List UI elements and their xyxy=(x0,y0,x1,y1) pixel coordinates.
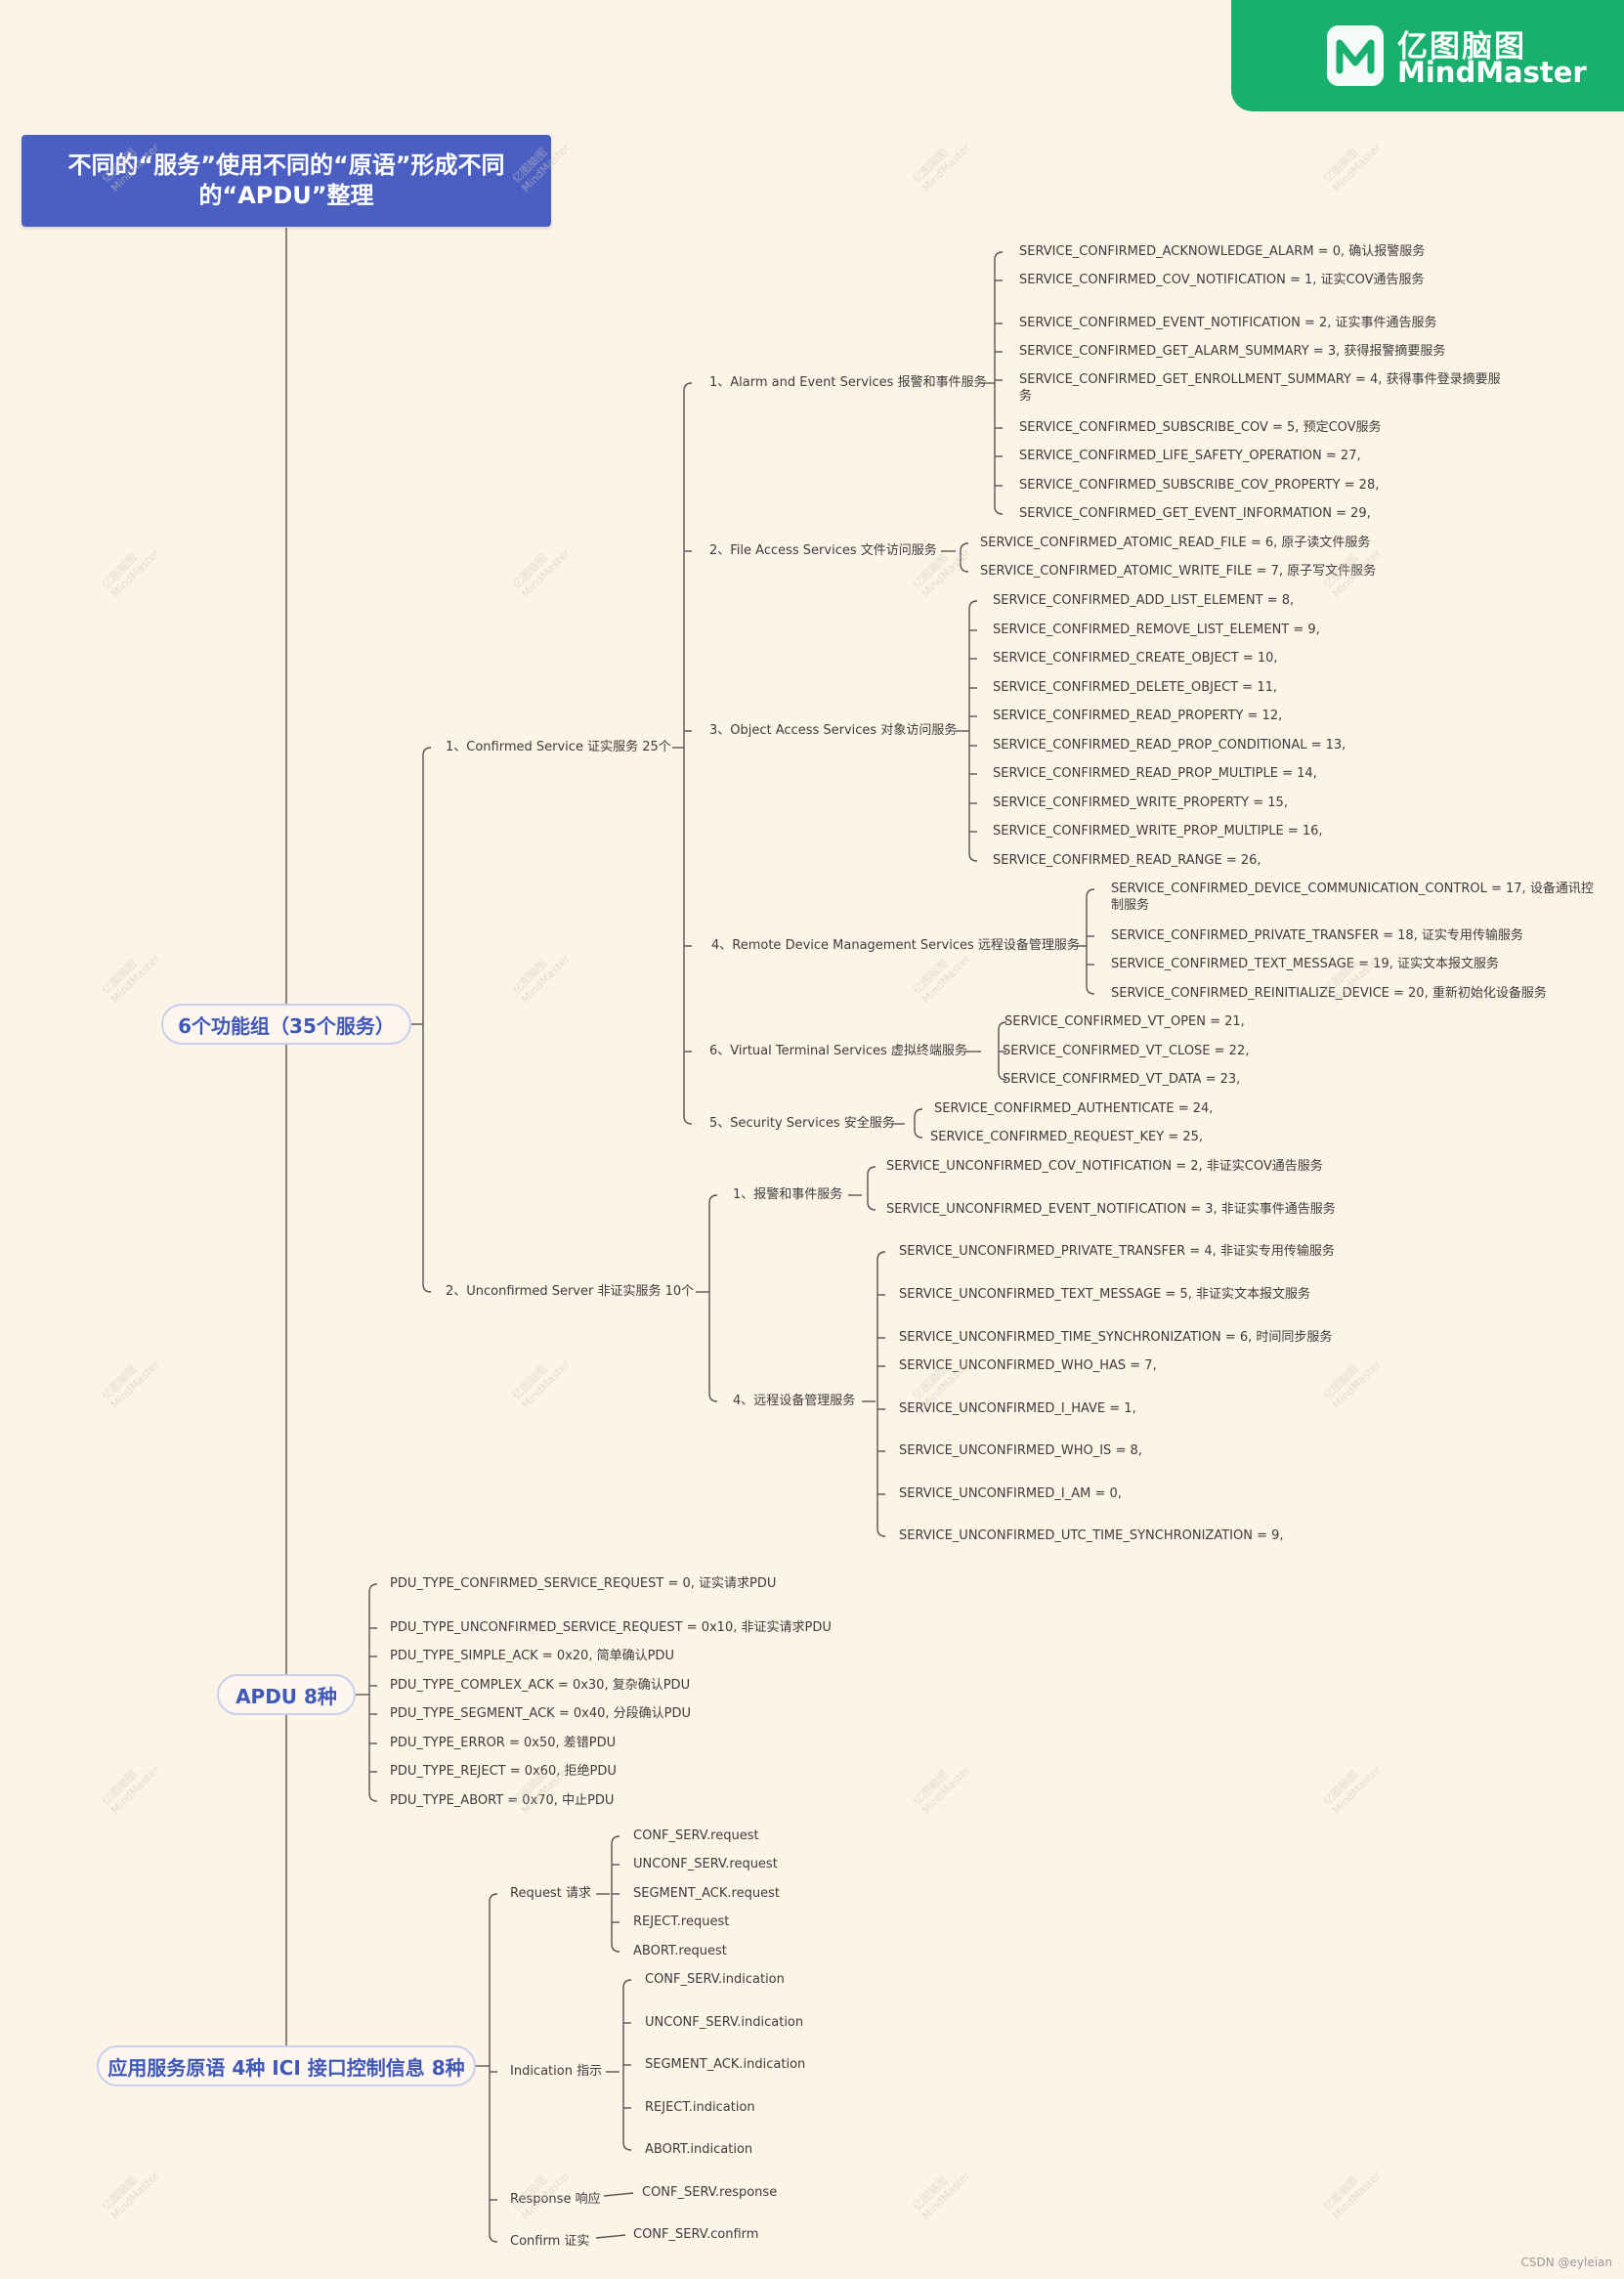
branch-object-access[interactable]: 3、Object Access Services 对象访问服务 xyxy=(709,723,958,738)
bracket-spine xyxy=(876,1251,886,1537)
apdu-type-item[interactable]: PDU_TYPE_COMPLEX_ACK = 0x30, 复杂确认PDU xyxy=(390,1678,691,1693)
bracket-spine xyxy=(968,600,978,862)
vt-service-item[interactable]: SERVICE_CONFIRMED_VT_DATA = 23, xyxy=(1003,1072,1241,1087)
branch-unconfirmed-alarm[interactable]: 1、报警和事件服务 xyxy=(733,1187,843,1202)
alarm-service-item[interactable]: SERVICE_CONFIRMED_GET_ALARM_SUMMARY = 3,… xyxy=(1019,344,1446,359)
object-service-item[interactable]: SERVICE_CONFIRMED_READ_RANGE = 26, xyxy=(993,853,1261,868)
security-service-item[interactable]: SERVICE_CONFIRMED_AUTHENTICATE = 24, xyxy=(934,1101,1214,1116)
branch-security[interactable]: 5、Security Services 安全服务 xyxy=(709,1116,895,1131)
response-primitive-item[interactable]: CONF_SERV.response xyxy=(642,2185,778,2200)
alarm-service-item[interactable]: SERVICE_CONFIRMED_GET_ENROLLMENT_SUMMARY… xyxy=(1019,372,1501,404)
indication-primitive-item[interactable]: UNCONF_SERV.indication xyxy=(645,2015,804,2030)
bracket-spine xyxy=(708,1194,718,1402)
alarm-service-item[interactable]: SERVICE_CONFIRMED_SUBSCRIBE_COV_PROPERTY… xyxy=(1019,478,1380,493)
apdu-type-item[interactable]: PDU_TYPE_ABORT = 0x70, 中止PDU xyxy=(390,1793,615,1808)
mindmap-root-title[interactable]: 不同的“服务”使用不同的“原语”形成不同的“APDU”整理 xyxy=(21,135,551,227)
unconfirmed-remote-item[interactable]: SERVICE_UNCONFIRMED_PRIVATE_TRANSFER = 4… xyxy=(899,1244,1335,1259)
unconfirmed-remote-item[interactable]: SERVICE_UNCONFIRMED_WHO_IS = 8, xyxy=(899,1443,1142,1458)
vt-service-item[interactable]: SERVICE_CONFIRMED_VT_OPEN = 21, xyxy=(1004,1014,1245,1029)
branch-confirm[interactable]: Confirm 证实 xyxy=(510,2234,590,2249)
object-service-item[interactable]: SERVICE_CONFIRMED_WRITE_PROPERTY = 15, xyxy=(993,796,1288,810)
security-service-item[interactable]: SERVICE_CONFIRMED_REQUEST_KEY = 25, xyxy=(930,1130,1204,1144)
group-primitives[interactable]: 应用服务原语 4种 ICI 接口控制信息 8种 xyxy=(97,2045,476,2086)
branch-confirmed[interactable]: 1、Confirmed Service 证实服务 25个 xyxy=(446,740,671,754)
apdu-type-item[interactable]: PDU_TYPE_ERROR = 0x50, 差错PDU xyxy=(390,1736,617,1750)
brand-banner: 亿图脑图 MindMaster xyxy=(1231,0,1624,111)
unconfirmed-remote-item[interactable]: SERVICE_UNCONFIRMED_WHO_HAS = 7, xyxy=(899,1358,1157,1373)
bracket-spine xyxy=(867,1166,876,1211)
alarm-service-item[interactable]: SERVICE_CONFIRMED_GET_EVENT_INFORMATION … xyxy=(1019,506,1371,521)
unconfirmed-alarm-item[interactable]: SERVICE_UNCONFIRMED_EVENT_NOTIFICATION =… xyxy=(886,1202,1336,1217)
unconfirmed-remote-item[interactable]: SERVICE_UNCONFIRMED_I_HAVE = 1, xyxy=(899,1401,1136,1416)
branch-unconfirmed[interactable]: 2、Unconfirmed Server 非证实服务 10个 xyxy=(446,1284,695,1299)
bracket-spine xyxy=(422,747,432,1293)
object-service-item[interactable]: SERVICE_CONFIRMED_READ_PROP_MULTIPLE = 1… xyxy=(993,766,1317,781)
connector xyxy=(603,2192,634,2197)
request-primitive-item[interactable]: CONF_SERV.request xyxy=(633,1828,759,1843)
indication-primitive-item[interactable]: REJECT.indication xyxy=(645,2100,755,2115)
alarm-service-item[interactable]: SERVICE_CONFIRMED_SUBSCRIBE_COV = 5, 预定C… xyxy=(1019,420,1382,435)
bracket-spine xyxy=(368,1583,378,1802)
request-primitive-item[interactable]: SEGMENT_ACK.request xyxy=(633,1886,780,1901)
vt-service-item[interactable]: SERVICE_CONFIRMED_VT_CLOSE = 22, xyxy=(1003,1044,1250,1058)
object-service-item[interactable]: SERVICE_CONFIRMED_WRITE_PROP_MULTIPLE = … xyxy=(993,824,1323,838)
file-service-item[interactable]: SERVICE_CONFIRMED_ATOMIC_READ_FILE = 6, … xyxy=(980,536,1371,550)
apdu-type-item[interactable]: PDU_TYPE_UNCONFIRMED_SERVICE_REQUEST = 0… xyxy=(390,1620,832,1635)
alarm-service-item[interactable]: SERVICE_CONFIRMED_COV_NOTIFICATION = 1, … xyxy=(1019,273,1425,287)
remote-service-item[interactable]: SERVICE_CONFIRMED_REINITIALIZE_DEVICE = … xyxy=(1111,986,1547,1001)
bracket-spine xyxy=(994,251,1004,515)
brand-name-en: MindMaster xyxy=(1397,56,1587,89)
confirm-primitive-item[interactable]: CONF_SERV.confirm xyxy=(633,2227,759,2242)
bracket-spine xyxy=(1086,888,1095,995)
indication-primitive-item[interactable]: CONF_SERV.indication xyxy=(645,1972,785,1987)
indication-primitive-item[interactable]: ABORT.indication xyxy=(645,2142,753,2157)
unconfirmed-remote-item[interactable]: SERVICE_UNCONFIRMED_UTC_TIME_SYNCHRONIZA… xyxy=(899,1528,1284,1543)
remote-service-item[interactable]: SERVICE_CONFIRMED_DEVICE_COMMUNICATION_C… xyxy=(1111,882,1594,913)
apdu-type-item[interactable]: PDU_TYPE_REJECT = 0x60, 拒绝PDU xyxy=(390,1764,617,1779)
branch-unconfirmed-remote[interactable]: 4、远程设备管理服务 xyxy=(733,1394,856,1408)
alarm-service-item[interactable]: SERVICE_CONFIRMED_ACKNOWLEDGE_ALARM = 0,… xyxy=(1019,244,1426,259)
mindmaster-logo-icon xyxy=(1327,25,1384,86)
branch-remote-device[interactable]: 4、Remote Device Management Services 远程设备… xyxy=(711,938,1080,953)
alarm-service-item[interactable]: SERVICE_CONFIRMED_LIFE_SAFETY_OPERATION … xyxy=(1019,449,1361,463)
bracket-spine xyxy=(914,1108,923,1139)
object-service-item[interactable]: SERVICE_CONFIRMED_REMOVE_LIST_ELEMENT = … xyxy=(993,623,1320,637)
bracket-spine xyxy=(960,542,969,573)
unconfirmed-remote-item[interactable]: SERVICE_UNCONFIRMED_TIME_SYNCHRONIZATION… xyxy=(899,1330,1333,1345)
object-service-item[interactable]: SERVICE_CONFIRMED_ADD_LIST_ELEMENT = 8, xyxy=(993,593,1295,608)
apdu-type-item[interactable]: PDU_TYPE_SIMPLE_ACK = 0x20, 简单确认PDU xyxy=(390,1649,674,1663)
branch-request[interactable]: Request 请求 xyxy=(510,1886,591,1901)
branch-alarm-event[interactable]: 1、Alarm and Event Services 报警和事件服务 xyxy=(709,375,987,390)
unconfirmed-remote-item[interactable]: SERVICE_UNCONFIRMED_TEXT_MESSAGE = 5, 非证… xyxy=(899,1287,1310,1302)
apdu-type-item[interactable]: PDU_TYPE_SEGMENT_ACK = 0x40, 分段确认PDU xyxy=(390,1706,691,1721)
apdu-type-item[interactable]: PDU_TYPE_CONFIRMED_SERVICE_REQUEST = 0, … xyxy=(390,1576,777,1591)
bracket-spine xyxy=(683,382,693,1125)
footer-credit: CSDN @eyleian xyxy=(1520,2256,1612,2269)
indication-primitive-item[interactable]: SEGMENT_ACK.indication xyxy=(645,2057,806,2072)
request-primitive-item[interactable]: REJECT.request xyxy=(633,1914,730,1929)
brand-name-cn: 亿图脑图 xyxy=(1397,29,1526,64)
request-primitive-item[interactable]: UNCONF_SERV.request xyxy=(633,1857,778,1871)
branch-indication[interactable]: Indication 指示 xyxy=(510,2064,603,2079)
object-service-item[interactable]: SERVICE_CONFIRMED_READ_PROP_CONDITIONAL … xyxy=(993,738,1346,752)
group-apdu[interactable]: APDU 8种 xyxy=(217,1674,356,1715)
alarm-service-item[interactable]: SERVICE_CONFIRMED_EVENT_NOTIFICATION = 2… xyxy=(1019,316,1437,330)
unconfirmed-remote-item[interactable]: SERVICE_UNCONFIRMED_I_AM = 0, xyxy=(899,1486,1122,1501)
object-service-item[interactable]: SERVICE_CONFIRMED_CREATE_OBJECT = 10, xyxy=(993,651,1278,666)
branch-response[interactable]: Response 响应 xyxy=(510,2192,601,2207)
object-service-item[interactable]: SERVICE_CONFIRMED_DELETE_OBJECT = 11, xyxy=(993,680,1278,695)
unconfirmed-alarm-item[interactable]: SERVICE_UNCONFIRMED_COV_NOTIFICATION = 2… xyxy=(886,1159,1323,1174)
group-functional[interactable]: 6个功能组（35个服务） xyxy=(161,1004,411,1045)
branch-file-access[interactable]: 2、File Access Services 文件访问服务 xyxy=(709,543,937,558)
branch-virtual-terminal[interactable]: 6、Virtual Terminal Services 虚拟终端服务 xyxy=(709,1044,967,1058)
bracket-spine xyxy=(489,1893,498,2243)
file-service-item[interactable]: SERVICE_CONFIRMED_ATOMIC_WRITE_FILE = 7,… xyxy=(980,564,1377,579)
remote-service-item[interactable]: SERVICE_CONFIRMED_PRIVATE_TRANSFER = 18,… xyxy=(1111,928,1523,943)
remote-service-item[interactable]: SERVICE_CONFIRMED_TEXT_MESSAGE = 19, 证实文… xyxy=(1111,957,1499,971)
request-primitive-item[interactable]: ABORT.request xyxy=(633,1944,727,1958)
object-service-item[interactable]: SERVICE_CONFIRMED_READ_PROPERTY = 12, xyxy=(993,709,1283,723)
connector xyxy=(595,2234,626,2239)
